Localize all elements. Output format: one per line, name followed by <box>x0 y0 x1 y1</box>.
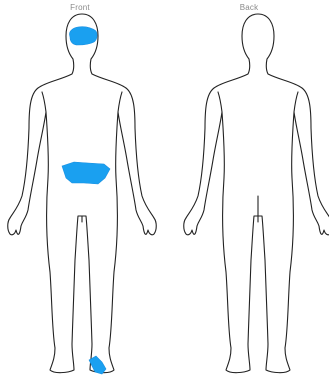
mark-head[interactable] <box>69 27 97 45</box>
back-body-outline <box>184 14 329 373</box>
front-body-outline <box>8 14 157 373</box>
